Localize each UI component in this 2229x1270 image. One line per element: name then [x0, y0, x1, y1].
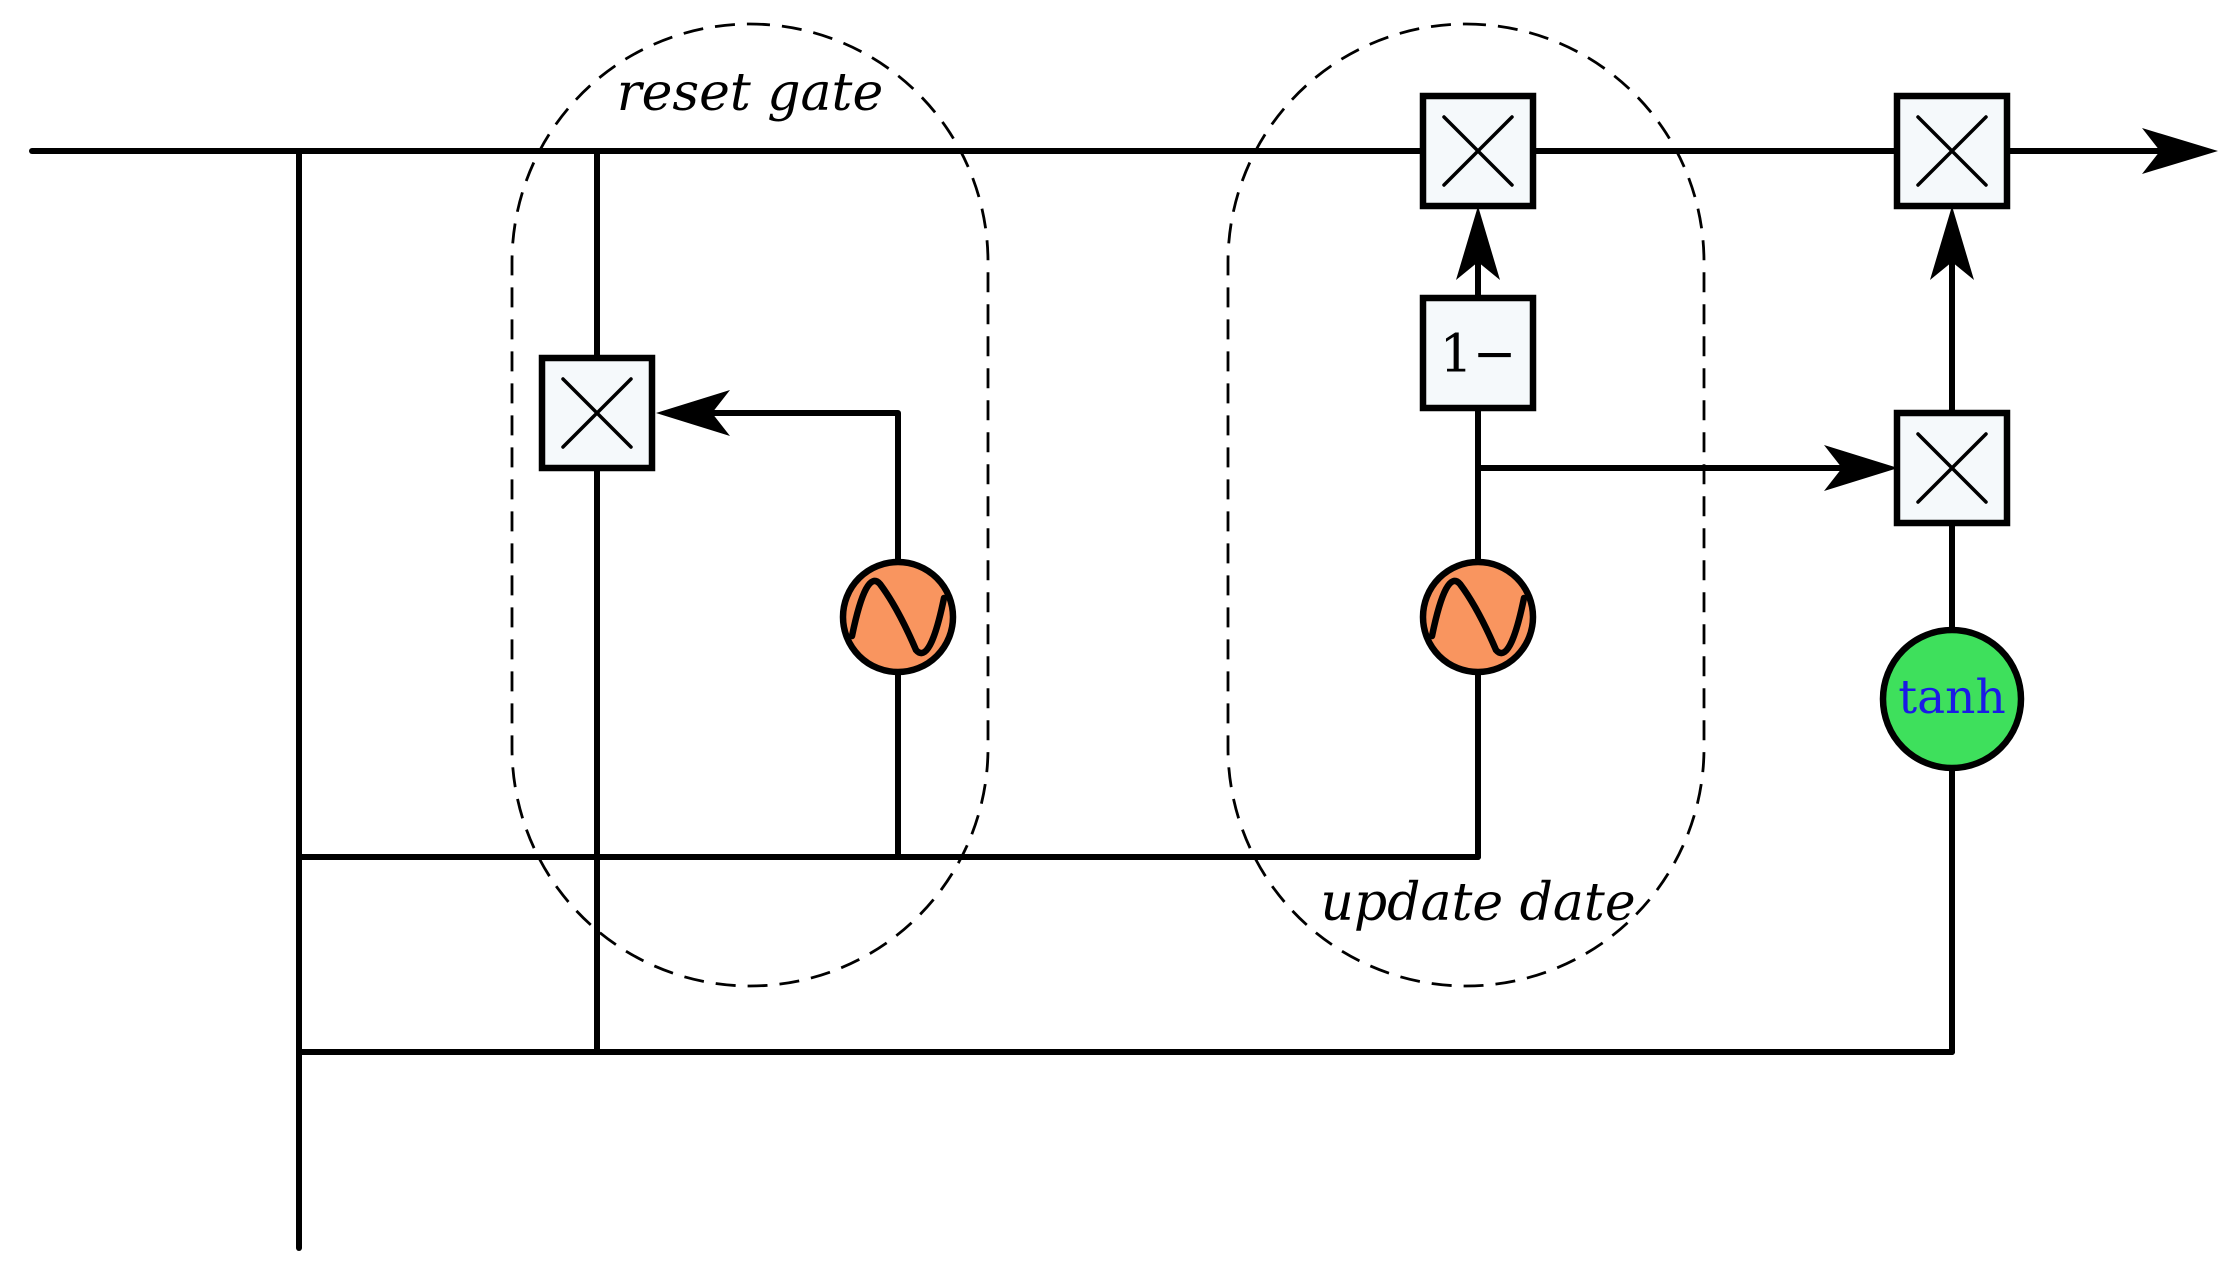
reset-sigmoid-node — [839, 558, 957, 676]
one-minus-arrowhead — [1456, 206, 1500, 280]
update-branch-arrowhead — [1824, 445, 1898, 491]
update-gate-region — [1226, 22, 1706, 988]
reset-gate-label: reset gate — [617, 63, 883, 123]
one-minus-node: 1− — [1419, 294, 1537, 412]
output-multiply-top-node — [1893, 92, 2011, 210]
reset-sigmoid-output — [697, 410, 901, 565]
update-gate-label: update date — [1320, 873, 1635, 933]
one-minus-label: 1− — [1440, 325, 1517, 385]
update-sigmoid-node — [1419, 558, 1537, 676]
tanh-node: tanh — [1879, 626, 2025, 772]
top-multiply-arrowhead — [1930, 206, 1974, 280]
output-arrowhead — [2142, 128, 2218, 174]
reset-arrowhead — [656, 390, 730, 436]
reset-gate-region — [510, 22, 990, 988]
output-multiply-mid-node — [1893, 409, 2011, 527]
update-multiply-node — [1419, 92, 1537, 210]
reset-multiply-node — [538, 354, 656, 472]
tanh-label: tanh — [1898, 670, 2005, 725]
